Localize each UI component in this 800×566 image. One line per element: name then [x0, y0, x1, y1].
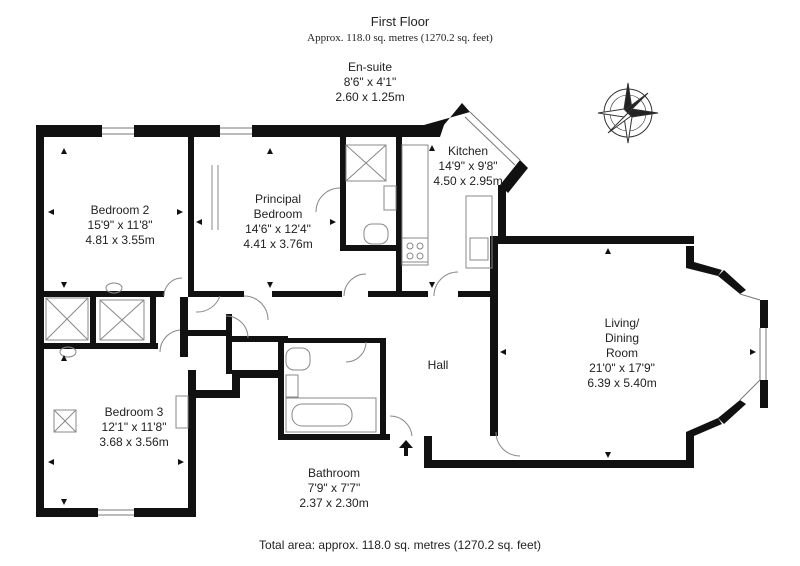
- room-name: Kitchen: [447, 144, 489, 158]
- room-metric: 4.41 x 3.76m: [243, 237, 313, 251]
- room-imperial: 8'6" x 4'1": [343, 75, 397, 89]
- room-name: Bedroom 2: [90, 203, 150, 217]
- walls: [36, 103, 768, 517]
- fixtures: [45, 144, 521, 457]
- room-kitchen: Kitchen 14'9" x 9'8" 4.50 x 2.95m: [418, 144, 518, 189]
- room-imperial: 14'6" x 12'4": [245, 222, 311, 236]
- room-metric: 4.50 x 2.95m: [433, 174, 503, 188]
- room-name: Bathroom: [307, 466, 361, 480]
- room-hall: Hall: [427, 358, 449, 372]
- dimension-markers: [48, 145, 756, 505]
- room-metric: 2.60 x 1.25m: [335, 90, 405, 104]
- room-name-line3: Room: [605, 346, 638, 360]
- room-metric: 6.39 x 5.40m: [587, 376, 657, 390]
- room-imperial: 12'1" x 11'8": [101, 420, 167, 434]
- entrance-arrow-icon: [399, 440, 413, 456]
- room-metric: 2.37 x 2.30m: [299, 496, 369, 510]
- room-name-line2: Bedroom: [253, 207, 303, 221]
- room-imperial: 14'9" x 9'8": [438, 159, 498, 173]
- room-name: En-suite: [347, 60, 393, 74]
- room-bedroom-2: Bedroom 2 15'9" x 11'8" 4.81 x 3.55m: [70, 203, 170, 248]
- room-imperial: 15'9" x 11'8": [87, 218, 153, 232]
- room-metric: 3.68 x 3.56m: [99, 435, 169, 449]
- room-principal-bedroom: Principal Bedroom 14'6" x 12'4" 4.41 x 3…: [228, 192, 328, 252]
- compass-rose-icon: [597, 82, 659, 144]
- plan-subtitle: Approx. 118.0 sq. metres (1270.2 sq. fee…: [307, 32, 493, 44]
- total-area: Total area: approx. 118.0 sq. metres (12…: [259, 538, 541, 552]
- room-metric: 4.81 x 3.55m: [85, 233, 155, 247]
- room-name-line1: Living/: [604, 316, 640, 330]
- room-bedroom-3: Bedroom 3 12'1" x 11'8" 3.68 x 3.56m: [84, 405, 184, 450]
- room-name-line1: Principal: [254, 192, 302, 206]
- room-imperial: 7'9" x 7'7": [307, 481, 361, 495]
- room-name: Bedroom 3: [104, 405, 164, 419]
- room-living-dining: Living/ Dining Room 21'0" x 17'9" 6.39 x…: [572, 316, 672, 391]
- room-ensuite: En-suite 8'6" x 4'1" 2.60 x 1.25m: [330, 60, 410, 105]
- room-imperial: 21'0" x 17'9": [589, 361, 655, 375]
- windows: [98, 111, 767, 516]
- room-name-line2: Dining: [604, 331, 640, 345]
- plan-title: First Floor: [370, 14, 430, 29]
- room-bathroom: Bathroom 7'9" x 7'7" 2.37 x 2.30m: [284, 466, 384, 511]
